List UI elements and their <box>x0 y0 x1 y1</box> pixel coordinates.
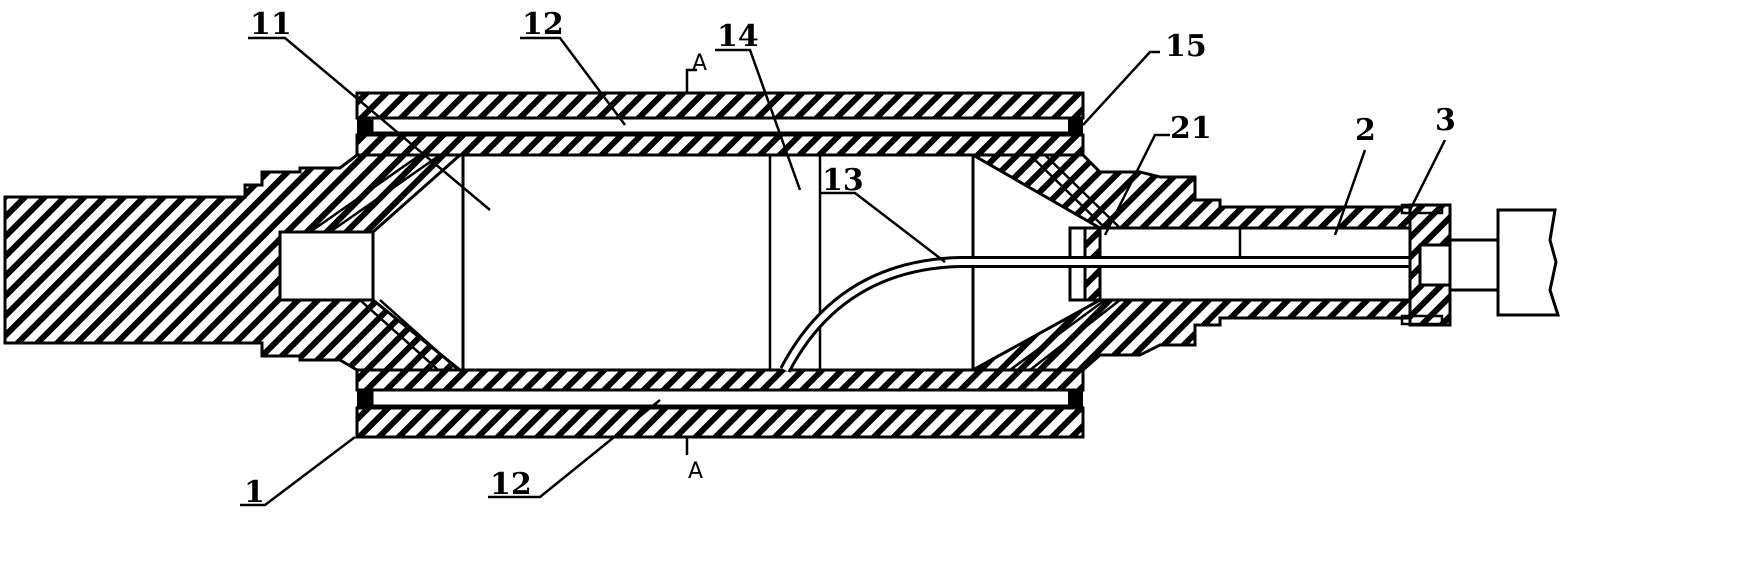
left-shaft-body <box>3 153 476 386</box>
leader-lines <box>240 36 1447 507</box>
part-labels: 11 12 14 15 21 2 3 13 1 12 A A <box>244 7 1456 510</box>
label-3: 3 <box>1435 103 1456 138</box>
label-21: 21 <box>1170 111 1212 146</box>
section-mark-bottom: A <box>688 459 703 484</box>
label-13: 13 <box>822 163 864 198</box>
chamber <box>461 153 975 372</box>
label-11: 11 <box>250 7 292 42</box>
outer-tube-top <box>355 91 1085 157</box>
label-14: 14 <box>717 19 759 54</box>
label-12-top: 12 <box>522 7 564 42</box>
label-15: 15 <box>1165 29 1207 64</box>
label-2: 2 <box>1355 113 1376 148</box>
label-1: 1 <box>244 475 265 510</box>
outer-tube-bottom <box>355 368 1085 439</box>
pipe <box>779 256 1420 373</box>
section-mark-top: A <box>692 51 707 76</box>
end-cap <box>1400 203 1561 327</box>
label-12-bottom: 12 <box>490 467 532 502</box>
